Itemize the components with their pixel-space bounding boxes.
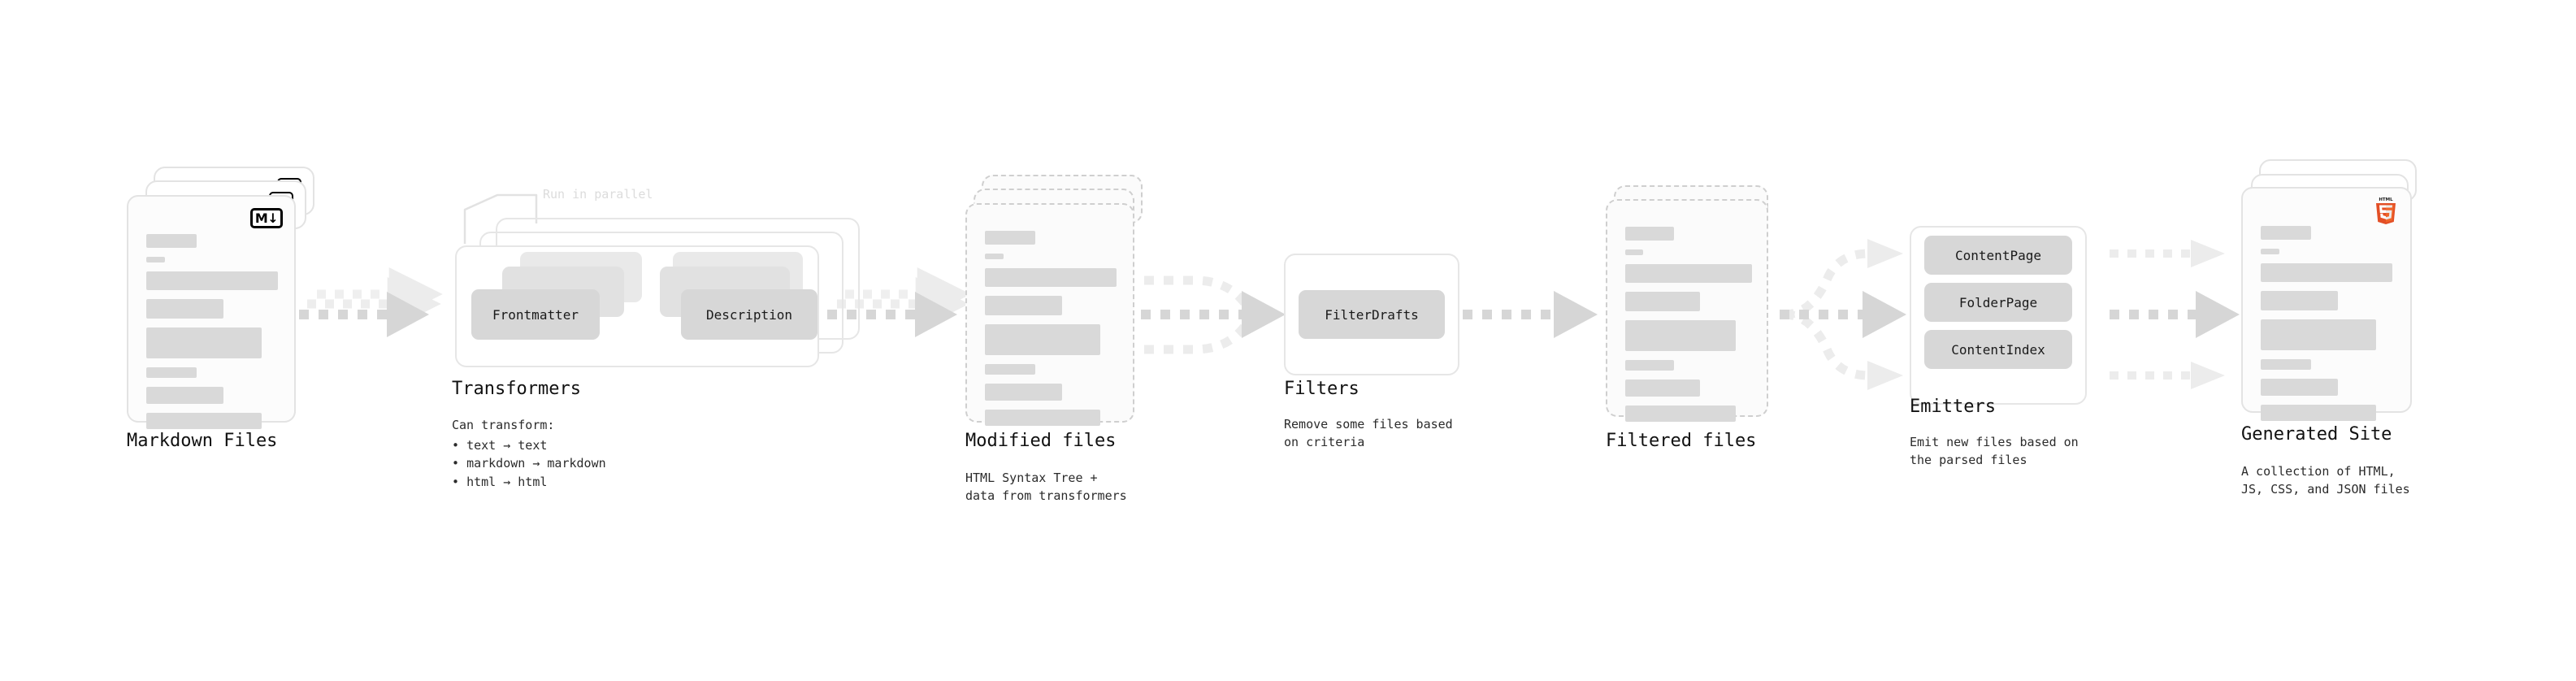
bar <box>2261 359 2311 370</box>
transformers-bullet: markdown → markdown <box>452 454 606 473</box>
modified-card-front[interactable] <box>965 203 1134 426</box>
transformers-bullet: html → html <box>452 473 606 492</box>
emitter-chip-contentpage[interactable]: ContentPage <box>1924 236 2072 275</box>
filtered-placeholder-bars <box>1625 227 1752 431</box>
bar <box>1625 360 1674 371</box>
bar <box>2261 405 2376 421</box>
filters-subtitle: Remove some files based on criteria <box>1284 417 1453 449</box>
bar <box>985 324 1100 355</box>
bar <box>1625 320 1736 351</box>
bar <box>985 410 1100 426</box>
bar <box>146 387 223 404</box>
bar <box>146 367 197 378</box>
bar <box>1625 292 1700 311</box>
bar <box>985 384 1062 401</box>
bar <box>2261 319 2376 350</box>
emitters-subtitle: Emit new files based on the parsed files <box>1910 435 2079 467</box>
bar <box>985 231 1035 245</box>
markdown-files-title: Markdown Files <box>127 431 278 451</box>
site-card-front[interactable]: HTML <box>2241 187 2412 421</box>
bar <box>1625 227 1674 241</box>
markdown-placeholder-bars <box>146 234 280 438</box>
bar <box>146 271 278 290</box>
transformers-bullets: Can transform: text → text markdown → ma… <box>452 416 606 491</box>
bar <box>1625 264 1752 283</box>
modified-placeholder-bars <box>985 231 1118 435</box>
arrow-markdown-to-transformers <box>299 267 443 337</box>
filter-chip-filterdrafts[interactable]: FilterDrafts <box>1299 290 1445 339</box>
site-placeholder-bars <box>2261 226 2396 430</box>
emitter-chip-contentindex[interactable]: ContentIndex <box>1924 330 2072 369</box>
run-in-parallel-annotation: Run in parallel <box>543 187 653 202</box>
arrow-filters-to-filtered <box>1463 291 1598 338</box>
arrow-filtered-to-emitters <box>1780 239 1906 390</box>
bar <box>2261 249 2279 254</box>
html5-logo-svg: HTML <box>2376 197 2396 224</box>
arrow-modified-to-filters <box>1141 275 1286 354</box>
arrow-emitters-to-site <box>2110 240 2240 389</box>
generated-site-subtitle: A collection of HTML, JS, CSS, and JSON … <box>2241 464 2410 497</box>
transformer-chip-frontmatter[interactable]: Frontmatter <box>471 289 600 340</box>
transformer-chip-description[interactable]: Description <box>681 289 817 340</box>
bar <box>1625 406 1736 422</box>
bar <box>985 254 1004 259</box>
bar <box>985 268 1117 287</box>
bar <box>146 299 223 319</box>
bar <box>1625 249 1643 255</box>
filtered-card-front[interactable] <box>1606 199 1768 422</box>
modified-files-title: Modified files <box>965 431 1117 451</box>
modified-files-subtitle: HTML Syntax Tree + data from transformer… <box>965 471 1127 503</box>
generated-site-title: Generated Site <box>2241 424 2392 445</box>
emitters-title: Emitters <box>1910 397 1996 417</box>
html5-badge: HTML <box>2374 197 2397 224</box>
filters-title: Filters <box>1284 379 1360 399</box>
bar <box>2261 291 2338 310</box>
transformers-title: Transformers <box>452 379 581 399</box>
bar <box>2261 379 2338 396</box>
bar <box>1625 380 1700 397</box>
bar <box>146 327 262 358</box>
bar <box>2261 263 2392 282</box>
markdown-badge: M↓ <box>250 208 283 228</box>
svg-text:HTML: HTML <box>2379 197 2393 202</box>
bar <box>2261 226 2311 240</box>
transformers-bullets-header: Can transform: <box>452 418 555 432</box>
bar <box>985 296 1062 315</box>
filtered-files-title: Filtered files <box>1606 431 1757 451</box>
emitter-chip-folderpage[interactable]: FolderPage <box>1924 283 2072 322</box>
bar <box>146 257 165 262</box>
markdown-card-front[interactable]: M↓ <box>127 195 296 429</box>
transformers-bullet: text → text <box>452 436 606 455</box>
bar <box>146 413 262 429</box>
bar <box>146 234 197 248</box>
bar <box>985 364 1035 375</box>
